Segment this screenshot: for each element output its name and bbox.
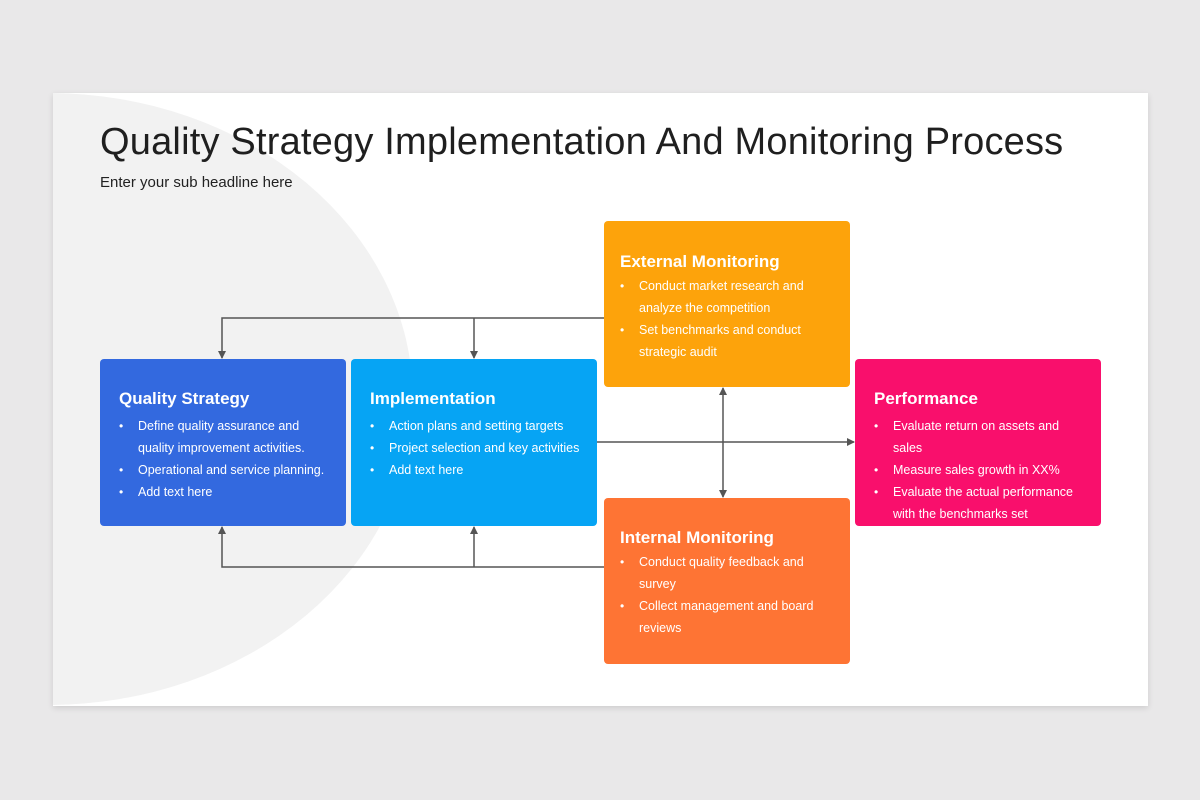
- performance-box: Performance Evaluate return on assets an…: [855, 359, 1101, 526]
- list-item: Conduct market research and analyze the …: [620, 275, 836, 319]
- quality-strategy-box: Quality Strategy Define quality assuranc…: [100, 359, 346, 526]
- list-item: Evaluate the actual performance with the…: [874, 481, 1091, 525]
- external-monitoring-box: External Monitoring Conduct market resea…: [604, 221, 850, 387]
- implementation-title: Implementation: [370, 389, 496, 408]
- list-item: Add text here: [370, 459, 583, 481]
- performance-title: Performance: [874, 389, 978, 408]
- internal-monitoring-box: Internal Monitoring Conduct quality feed…: [604, 498, 850, 664]
- performance-list: Evaluate return on assets and sales Meas…: [874, 415, 1091, 525]
- implementation-list: Action plans and setting targets Project…: [370, 415, 583, 481]
- external-monitoring-title: External Monitoring: [620, 252, 780, 271]
- list-item: Conduct quality feedback and survey: [620, 551, 836, 595]
- list-item: Measure sales growth in XX%: [874, 459, 1091, 481]
- list-item: Set benchmarks and conduct strategic aud…: [620, 319, 836, 363]
- quality-strategy-list: Define quality assurance and quality imp…: [119, 415, 332, 503]
- bottom-feedback-line: [218, 526, 604, 568]
- list-item: Operational and service planning.: [119, 459, 332, 481]
- internal-monitoring-list: Conduct quality feedback and survey Coll…: [620, 551, 836, 639]
- page-title: Quality Strategy Implementation And Moni…: [100, 121, 1064, 163]
- quality-strategy-title: Quality Strategy: [119, 389, 250, 408]
- slide: Quality Strategy Implementation And Moni…: [53, 93, 1148, 706]
- page-subtitle: Enter your sub headline here: [100, 174, 293, 191]
- list-item: Action plans and setting targets: [370, 415, 583, 437]
- list-item: Project selection and key activities: [370, 437, 583, 459]
- external-monitoring-list: Conduct market research and analyze the …: [620, 275, 836, 363]
- top-feedback-line: [218, 317, 604, 359]
- implementation-box: Implementation Action plans and setting …: [351, 359, 597, 526]
- list-item: Collect management and board reviews: [620, 595, 836, 639]
- connector-lines: [218, 317, 855, 568]
- internal-monitoring-title: Internal Monitoring: [620, 528, 774, 547]
- list-item: Define quality assurance and quality imp…: [119, 415, 332, 459]
- list-item: Add text here: [119, 481, 332, 503]
- list-item: Evaluate return on assets and sales: [874, 415, 1091, 459]
